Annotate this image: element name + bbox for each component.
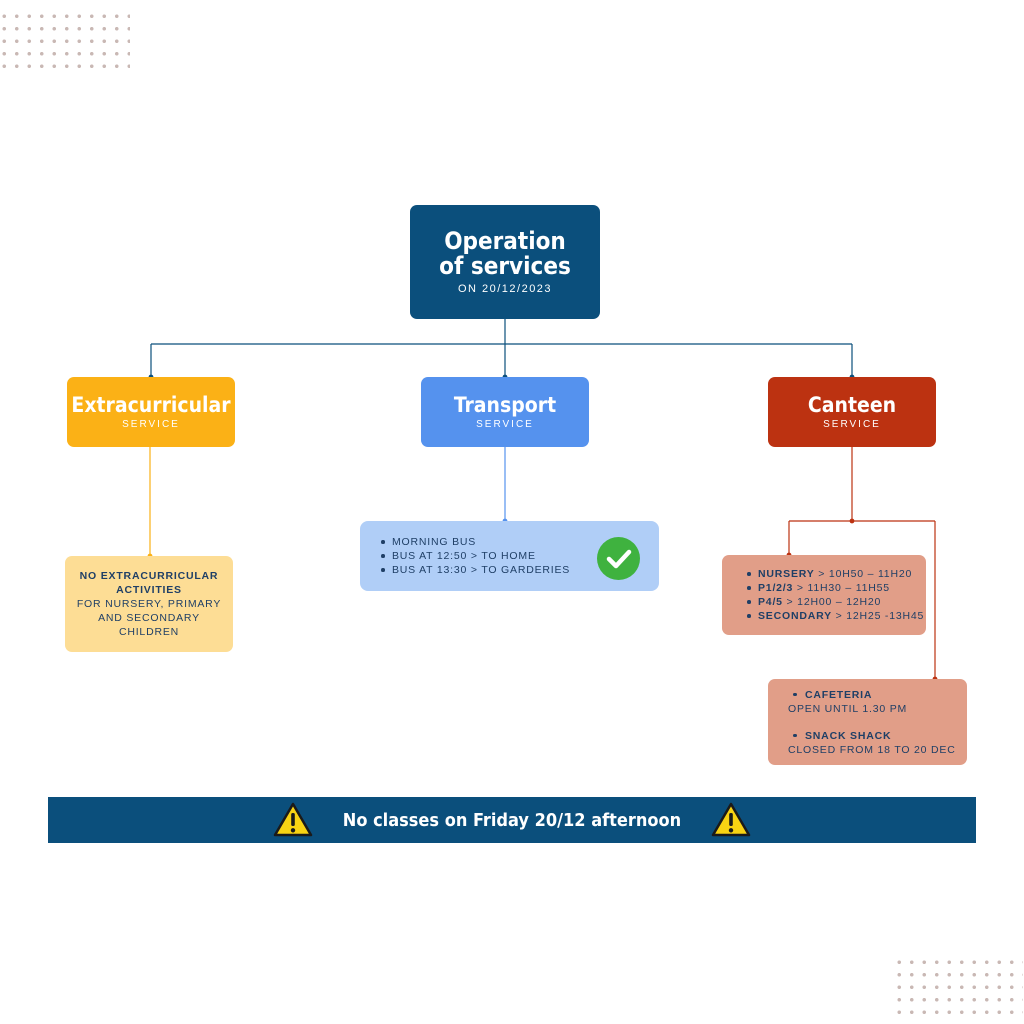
warning-icon [711,802,751,837]
check-circle-icon [597,537,640,580]
canteen-time-item: P4/5 > 12H00 – 12H20 [746,595,924,609]
extracurricular-note-heading: NO EXTRACURRICULAR ACTIVITIES [79,570,219,596]
canteen-time-label: P4/5 [758,596,783,608]
notice-banner: No classes on Friday 20/12 afternoon [48,797,976,843]
warning-icon [273,802,313,837]
cafeteria-item: CAFETERIA OPEN UNTIL 1.30 PM [788,688,907,716]
extracurricular-note: NO EXTRACURRICULAR ACTIVITIES FOR NURSER… [65,556,233,652]
canteen-time-label: NURSERY [758,568,815,580]
cafeteria-title: CAFETERIA [788,688,907,702]
transport-list-item: MORNING BUS [380,535,570,549]
extracurricular-subtitle: SERVICE [122,419,180,431]
canteen-extra-note: CAFETERIA OPEN UNTIL 1.30 PM SNACK SHACK… [768,679,967,765]
canteen-times-note: NURSERY > 10H50 – 11H20 P1/2/3 > 11H30 –… [722,555,926,635]
dot-pattern-top-left [0,10,130,72]
snack-shack-item: SNACK SHACK CLOSED FROM 18 TO 20 DEC [788,729,956,757]
transport-list-item: BUS AT 13:30 > TO GARDERIES [380,564,571,576]
canteen-time-value: > 12H25 -13H45 [831,610,925,622]
canteen-time-value: > 12H00 – 12H20 [782,596,882,608]
root-subtitle: ON 20/12/2023 [457,283,553,296]
canteen-subtitle: SERVICE [823,419,881,431]
canteen-time-item: P1/2/3 > 11H30 – 11H55 [746,581,924,595]
snack-shack-title: SNACK SHACK [788,729,956,743]
transport-title: Transport [453,392,557,417]
dot-pattern-bottom-right [893,956,1023,1018]
root-title: Operation of services [439,226,571,280]
extracurricular-service-box: Extracurricular SERVICE [67,377,235,447]
transport-service-box: Transport SERVICE [421,377,589,447]
canteen-time-value: > 11H30 – 11H55 [793,582,890,594]
canteen-service-box: Canteen SERVICE [768,377,936,447]
canteen-time-item: SECONDARY > 12H25 -13H45 [746,609,925,623]
transport-subtitle: SERVICE [476,419,534,431]
banner-text: No classes on Friday 20/12 afternoon [342,809,682,831]
extracurricular-title: Extracurricular [71,392,231,417]
root-box: Operation of services ON 20/12/2023 [410,205,600,319]
canteen-time-label: SECONDARY [758,610,832,622]
transport-list-item: BUS AT 12:50 > TO HOME [380,549,570,563]
canteen-time-label: P1/2/3 [758,582,794,594]
canteen-times-list: NURSERY > 10H50 – 11H20 P1/2/3 > 11H30 –… [746,567,924,623]
canteen-title: Canteen [807,392,897,417]
canteen-time-item: NURSERY > 10H50 – 11H20 [746,567,924,581]
cafeteria-text: OPEN UNTIL 1.30 PM [788,702,908,715]
canteen-time-value: > 10H50 – 11H20 [814,568,913,580]
extracurricular-note-text: FOR NURSERY, PRIMARY AND SECONDARY CHILD… [76,598,222,638]
snack-shack-text: CLOSED FROM 18 TO 20 DEC [788,743,956,756]
transport-list: MORNING BUS BUS AT 12:50 > TO HOME BUS A… [380,535,570,577]
